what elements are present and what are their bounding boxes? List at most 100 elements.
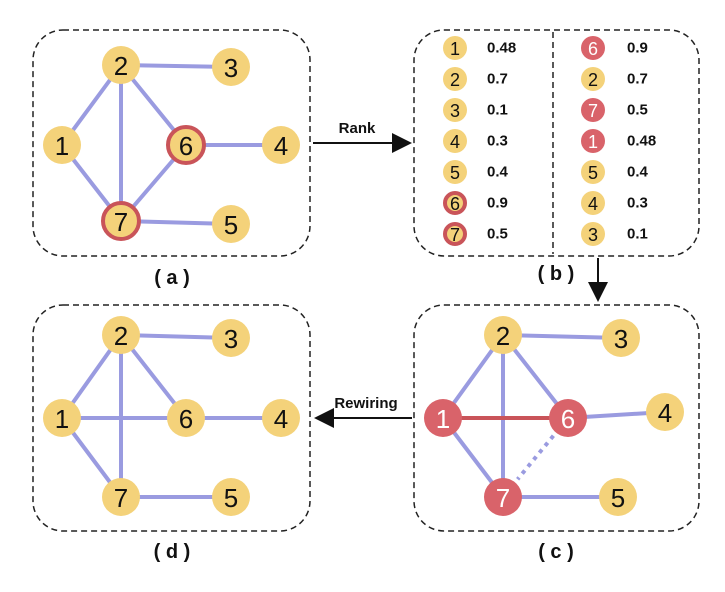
panel-d-node-label: 1 — [55, 404, 69, 434]
panel-d-node-1: 1 — [43, 399, 81, 437]
ranking-node-label: 5 — [588, 163, 598, 183]
ranking-right-node-3: 3 — [581, 222, 605, 246]
panel-c-node-label: 3 — [614, 324, 628, 354]
panel-c-node-label: 6 — [561, 404, 575, 434]
rewiring-arrow: Rewiring — [314, 395, 412, 428]
panel-d-box — [32, 304, 311, 532]
ranking-left-node-6: 6 — [443, 191, 467, 215]
ranking-score: 0.7 — [627, 71, 648, 88]
ranking-score: 0.1 — [487, 102, 508, 119]
panel-d-node-3: 3 — [212, 319, 250, 357]
panel-a-node-label: 5 — [224, 210, 238, 240]
ranking-score: 0.3 — [627, 195, 648, 212]
ranking-left-node-1: 1 — [443, 36, 467, 60]
panel-a-node-1: 1 — [43, 126, 81, 164]
ranking-score: 0.9 — [627, 40, 648, 57]
panel-a-box — [32, 29, 311, 257]
ranking-node-label: 5 — [450, 163, 460, 183]
ranking-score: 0.48 — [487, 40, 516, 57]
ranking-right-node-6: 6 — [581, 36, 605, 60]
panel-c-node-label: 7 — [496, 483, 510, 513]
rank-arrow: Rank — [313, 120, 412, 153]
panel-d-node-label: 3 — [224, 324, 238, 354]
ranking-node-label: 7 — [450, 225, 460, 245]
panel-a-node-3: 3 — [212, 48, 250, 86]
panel-a-node-5: 5 — [212, 205, 250, 243]
panel-d-node-7: 7 — [102, 478, 140, 516]
panel-a-node-2: 2 — [102, 46, 140, 84]
panel-c-node-5: 5 — [599, 478, 637, 516]
panel-b-box — [413, 29, 700, 257]
caption-c: ( c ) — [538, 541, 574, 563]
panel-d-node-5: 5 — [212, 478, 250, 516]
ranking-right-node-2: 2 — [581, 67, 605, 91]
panel-c-node-label: 1 — [436, 404, 450, 434]
panel-c-removed-edge-6-7 — [516, 434, 555, 481]
panel-a-node-label: 4 — [274, 131, 288, 161]
ranking-node-label: 3 — [588, 225, 598, 245]
caption-b: ( b ) — [538, 263, 575, 285]
panel-d-node-6: 6 — [167, 399, 205, 437]
panel-a-node-4: 4 — [262, 126, 300, 164]
ranking-node-label: 2 — [588, 70, 598, 90]
ranking-node-label: 6 — [588, 39, 598, 59]
rewiring-label: Rewiring — [334, 395, 397, 412]
ranking-score: 0.4 — [627, 164, 649, 181]
panel-d-node-label: 5 — [224, 483, 238, 513]
ranking-node-label: 1 — [588, 132, 598, 152]
panel-c-node-6: 6 — [549, 399, 587, 437]
caption-a: ( a ) — [154, 267, 190, 289]
panel-c-node-7: 7 — [484, 478, 522, 516]
ranking-node-label: 3 — [450, 101, 460, 121]
panel-d-node-label: 4 — [274, 404, 288, 434]
caption-d: ( d ) — [154, 541, 191, 563]
panel-c-node-1: 1 — [424, 399, 462, 437]
panel-c-node-3: 3 — [602, 319, 640, 357]
panel-c-box — [413, 304, 700, 532]
ranking-score: 0.7 — [487, 71, 508, 88]
panel-a-node-6: 6 — [166, 125, 206, 165]
ranking-node-label: 2 — [450, 70, 460, 90]
ranking-score: 0.5 — [487, 226, 508, 243]
ranking-right-node-7: 7 — [581, 98, 605, 122]
panel-d-node-label: 2 — [114, 321, 128, 351]
panel-a-node-label: 3 — [224, 53, 238, 83]
ranking-score: 0.1 — [627, 226, 648, 243]
panel-a-node-7: 7 — [101, 201, 141, 241]
ranking-right-node-4: 4 — [581, 191, 605, 215]
ranking-score: 0.4 — [487, 164, 509, 181]
panel-d-graph: 1 2 3 4 5 6 7 — [43, 316, 300, 516]
ranking-left-node-3: 3 — [443, 98, 467, 122]
ranking-node-label: 1 — [450, 39, 460, 59]
ranking-node-label: 4 — [450, 132, 460, 152]
ranking-left-node-7: 7 — [443, 222, 467, 246]
rank-label: Rank — [339, 120, 376, 137]
ranking-right-node-5: 5 — [581, 160, 605, 184]
panel-c-node-label: 5 — [611, 483, 625, 513]
panel-d-node-label: 6 — [179, 404, 193, 434]
panel-a-node-label: 2 — [114, 51, 128, 81]
panel-c-node-label: 4 — [658, 398, 672, 428]
ranking-score: 0.3 — [487, 133, 508, 150]
panel-c-node-label: 2 — [496, 321, 510, 351]
panel-c-edge-2-3 — [501, 333, 623, 340]
ranking-node-label: 6 — [450, 194, 460, 214]
ranking-left-node-4: 4 — [443, 129, 467, 153]
panel-d-node-4: 4 — [262, 399, 300, 437]
ranking-node-label: 4 — [588, 194, 598, 214]
ranking-score: 0.9 — [487, 195, 508, 212]
